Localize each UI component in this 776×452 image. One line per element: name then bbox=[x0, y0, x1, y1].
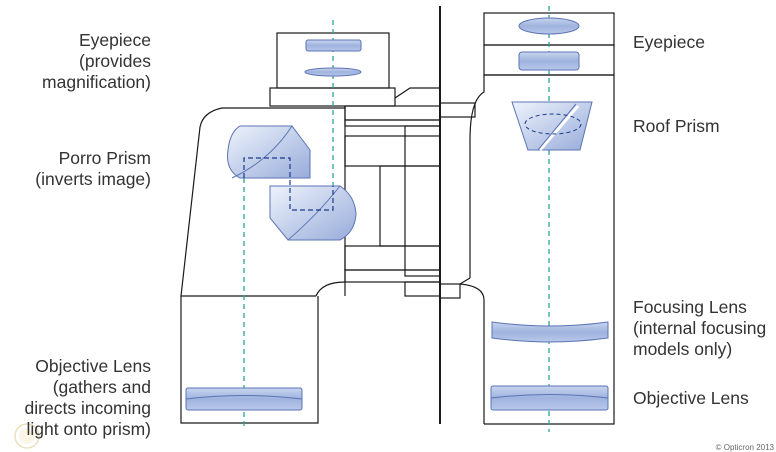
roof-eyepiece-label: Eyepiece bbox=[633, 32, 705, 52]
roof-eyepiece-lens-bottom bbox=[518, 51, 580, 71]
porro-prism-lower bbox=[269, 185, 357, 241]
porro-objective-lens bbox=[185, 387, 303, 411]
porro-prism-upper bbox=[227, 125, 311, 179]
porro-eyepiece-lens-bottom bbox=[304, 67, 362, 77]
porro-objective-label: Objective Lens (gathers and directs inco… bbox=[24, 356, 151, 439]
roof-body bbox=[439, 12, 615, 425]
roof-objective-lens bbox=[490, 385, 609, 411]
roof-focusing-label: Focusing Lens (internal focusing models … bbox=[633, 297, 767, 359]
porro-eyepiece-label: Eyepiece (provides magnification) bbox=[42, 30, 151, 92]
roof-focusing-lens bbox=[491, 321, 609, 343]
logo-seal bbox=[14, 423, 40, 449]
roof-eyepiece-lens-top bbox=[518, 17, 580, 35]
roof-prism-label: Roof Prism bbox=[633, 116, 720, 136]
porro-optics bbox=[185, 39, 362, 411]
roof-objective-label: Objective Lens bbox=[633, 388, 749, 408]
porro-body bbox=[180, 32, 441, 424]
porro-prism-label: Porro Prism (inverts image) bbox=[35, 148, 151, 189]
porro-eyepiece-lens-top bbox=[305, 39, 362, 52]
copyright-text: © Opticron 2013 bbox=[715, 443, 774, 452]
roof-optics bbox=[490, 17, 609, 411]
